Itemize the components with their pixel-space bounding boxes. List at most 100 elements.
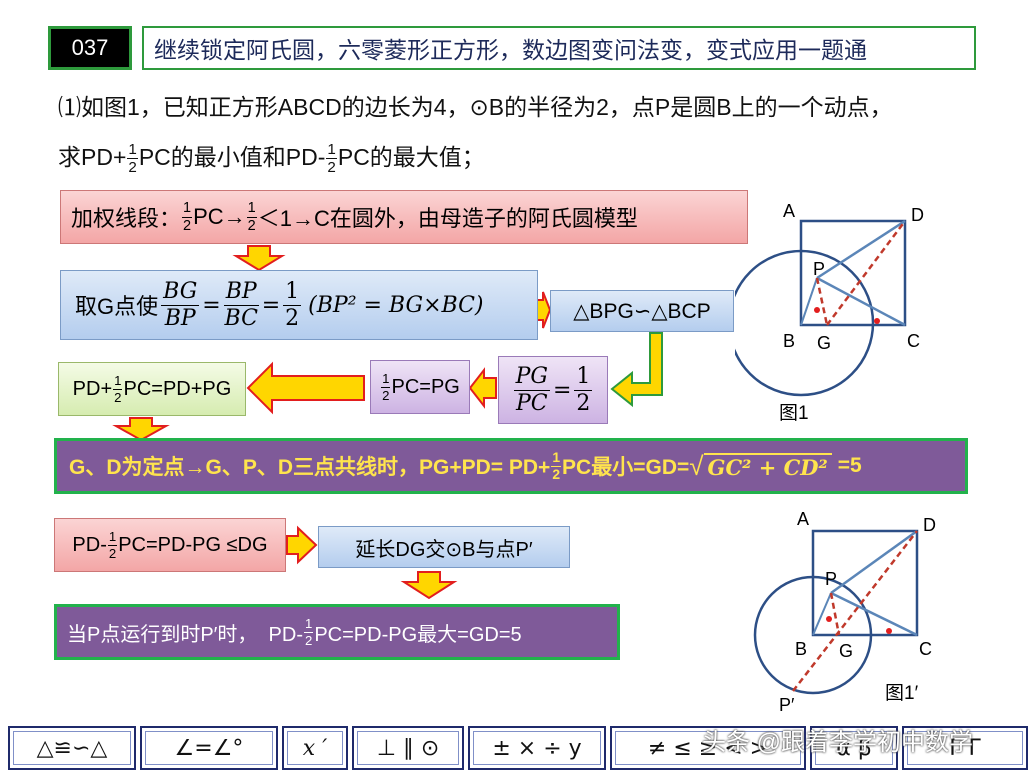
box-text: PC→ (193, 204, 246, 229)
box-text: PD- (72, 533, 107, 556)
label-p: P (813, 259, 825, 279)
box-text: 加权线段： (71, 206, 182, 231)
segment-pc (816, 276, 906, 327)
angle-dot (826, 616, 832, 622)
segment-pd (816, 219, 906, 280)
figure-2: A D P B G C P′ 图1′ (753, 509, 936, 715)
right-arrow-icon (286, 525, 318, 565)
arrows-layer (112, 245, 663, 600)
question-text: 求PD+ (58, 144, 127, 170)
page-title: 继续锁定阿氏圆，六零菱形正方形，数边图变问法变，变式应用一题通 (142, 26, 976, 70)
toolbar-greek[interactable]: α β (810, 726, 898, 770)
label-d: D (911, 205, 924, 225)
down-arrow-icon (232, 245, 286, 272)
box-text: PC=PG (391, 375, 460, 398)
box-text: PD+ (72, 377, 113, 400)
segment-pb (800, 277, 818, 326)
square-abcd (811, 529, 919, 637)
angle-dot (814, 307, 820, 313)
figure-caption: 图1′ (885, 683, 919, 704)
box-text: PC最小=GD= (562, 456, 690, 479)
extend-box: 延长DG交⊙B与点P′ (318, 526, 570, 568)
toolbar-angles[interactable]: ∠=∠° (140, 726, 278, 770)
similar-triangles-box: △BPG∽△BCP (550, 290, 734, 332)
label-a: A (783, 201, 795, 221)
segment-pc (830, 591, 918, 637)
left-arrow-icon (246, 361, 365, 415)
box-text: 取G点使 (75, 294, 159, 319)
box-text: G、D为定点→G、P、D三点共线时，PG+PD= PD+ (69, 456, 551, 479)
box-text: 当P点运行到时P′时， PD- (67, 623, 303, 646)
label-p-prime: P′ (779, 695, 795, 715)
label-p: P (825, 569, 837, 589)
box-text: PC=PD-PG ≤DG (118, 533, 268, 556)
label-b: B (783, 331, 795, 351)
dashed-pg (815, 277, 829, 326)
bent-arrow-icon (610, 332, 663, 408)
equals-sign: = (202, 292, 221, 318)
segment-pb (812, 592, 832, 636)
toolbar-variable[interactable]: x ′ (282, 726, 348, 770)
dashed-p2d (792, 530, 918, 692)
box-text: PC=PD-PG最大=GD=5 (314, 623, 522, 646)
label-g: G (839, 641, 853, 661)
equals-sign: = (552, 377, 572, 403)
box-text: PC=PD+PG (123, 377, 232, 400)
label-c: C (919, 639, 932, 659)
down-arrow-icon (112, 417, 170, 442)
box-text: =5 (837, 454, 862, 477)
label-g: G (817, 333, 831, 353)
toolbar-congruent-similar[interactable]: △≌∽△ (8, 726, 136, 770)
label-b: B (795, 639, 807, 659)
relation-text: (BP² = BG×BC) (308, 292, 484, 318)
angle-dot (874, 318, 880, 324)
down-arrow-icon (400, 571, 458, 600)
toolbar-perp-parallel-circle[interactable]: ⊥ ∥ ⊙ (352, 726, 464, 770)
question-text: PC的最小值和PD- (138, 144, 326, 170)
segment-pd (830, 529, 918, 595)
question-line-1: ⑴如图1，已知正方形ABCD的边长为4，⊙B的半径为2，点P是圆B上的一个动点， (58, 94, 893, 120)
sqrt-icon: √ (689, 450, 704, 481)
question-text: PC的最大值； (337, 144, 485, 170)
angle-dot (886, 628, 892, 634)
toolbar-operators[interactable]: ± × ÷ y (468, 726, 606, 770)
equals-sign: = (261, 292, 281, 318)
dashed-gd (826, 220, 906, 326)
label-d: D (923, 515, 936, 535)
toolbar-inequalities[interactable]: ≠ ≤ ≥ < > (610, 726, 806, 770)
figure-1: A D P B G C 图1 (735, 201, 924, 424)
watermark: 头条 @跟着李学初中数学 (702, 729, 974, 756)
dashed-pg (829, 592, 841, 636)
toolbar-gamma[interactable]: Γ Γ (902, 726, 1028, 770)
sqrt-radicand: GC² + CD² (703, 452, 832, 480)
square-abcd (799, 219, 907, 327)
circle-b (735, 249, 875, 397)
problem-number-badge: 037 (48, 26, 132, 70)
label-a: A (797, 509, 809, 529)
box-text: ＜1→C在圆外，由母造子的阿氏圆模型 (257, 206, 638, 231)
right-arrow-icon (536, 291, 552, 329)
left-arrow-icon (468, 367, 497, 409)
